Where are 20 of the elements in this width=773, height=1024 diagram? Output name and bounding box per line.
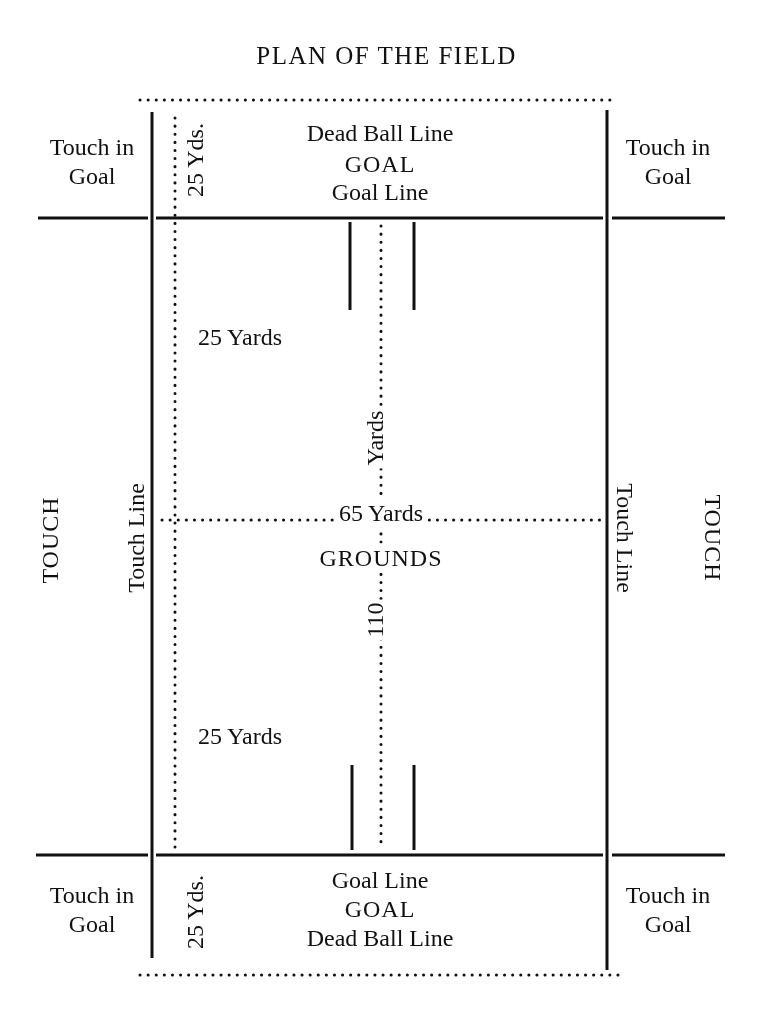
field-label: Touch Line [610,483,639,593]
field-label: Touch in Goal [624,133,712,191]
field-label: GOAL [344,894,416,924]
field-label: 25 Yds. [180,123,209,197]
field-label: TOUCH [35,496,64,584]
field-label: 25 Yards [198,322,282,352]
field-label: Touch in Goal [48,881,136,939]
field-label: 25 Yards [198,721,282,751]
field-label: Dead Ball Line [306,923,454,953]
field-label: Dead Ball Line [306,118,454,148]
plan-title: PLAN OF THE FIELD [255,42,518,70]
field-label: GOAL [344,149,416,179]
field-label: Touch in Goal [48,133,136,191]
field-label: 25 Yds. [180,875,209,949]
field-label: Touch Line [121,483,150,593]
field-label: Goal Line [331,865,429,895]
field-label: TOUCH [698,494,727,582]
field-label: Goal Line [331,177,429,207]
field-label: Touch in Goal [624,881,712,939]
field-label: 65 Yards [336,498,426,528]
